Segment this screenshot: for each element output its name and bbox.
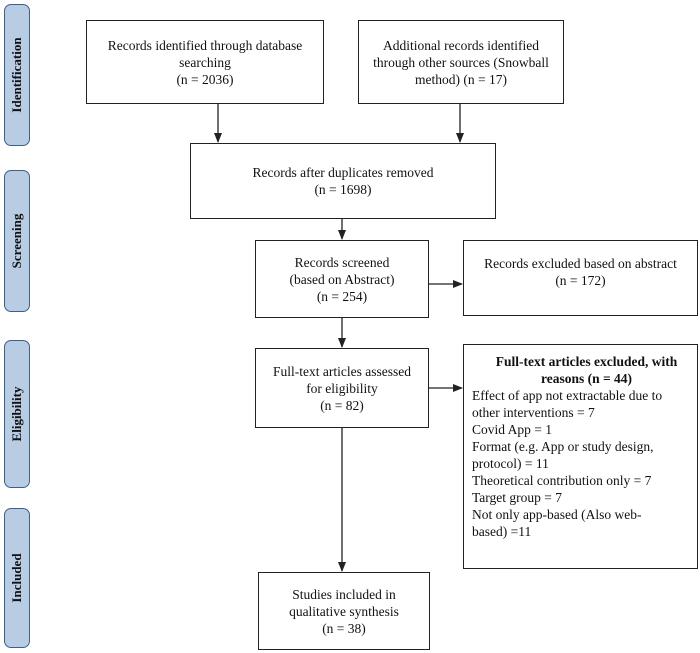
box-text-line: Additional records identified	[383, 37, 539, 53]
box-title-line: Full-text articles excluded, with	[495, 354, 678, 369]
box-text-line: through other sources (Snowball	[373, 54, 549, 70]
box-count: method) (n = 17)	[415, 71, 507, 87]
exclusion-reason: Target group = 7	[472, 490, 563, 505]
box-fulltext-excluded: Full-text articles excluded, with reason…	[463, 344, 698, 569]
exclusion-reason: protocol) = 11	[472, 456, 549, 471]
box-studies-included: Studies included in qualitative synthesi…	[258, 572, 430, 650]
box-text-line: Records after duplicates removed	[252, 165, 434, 180]
box-text-line: Full-text articles assessed	[273, 363, 411, 379]
phase-identification: Identification	[4, 4, 30, 146]
box-count: (n = 38)	[322, 620, 366, 636]
exclusion-reason: Theoretical contribution only = 7	[472, 473, 652, 488]
exclusion-reason: other interventions = 7	[472, 405, 595, 420]
box-fulltext-assessed: Full-text articles assessed for eligibil…	[255, 348, 429, 428]
box-count: (n = 172)	[555, 273, 606, 288]
box-records-screened: Records screened (based on Abstract) (n …	[255, 240, 429, 318]
box-database-records: Records identified through database sear…	[86, 20, 324, 104]
box-count: (n = 254)	[316, 288, 368, 304]
exclusion-reason: Not only app-based (Also web-	[472, 507, 642, 522]
box-text-line: searching	[179, 54, 231, 70]
box-count: (n = 82)	[320, 397, 364, 413]
exclusion-reason: Covid App = 1	[472, 422, 552, 437]
phase-eligibility: Eligibility	[4, 340, 30, 488]
box-count: (n = 1698)	[314, 182, 372, 197]
phase-included: Included	[4, 508, 30, 648]
box-text-line: Records identified through database	[107, 37, 303, 53]
box-text-line: for eligibility	[306, 380, 378, 396]
exclusion-reason: Effect of app not extractable due to	[472, 388, 663, 403]
box-text-line: Records excluded based on abstract	[484, 256, 677, 271]
box-count: (n = 2036)	[176, 71, 234, 87]
box-excluded-abstract: Records excluded based on abstract (n = …	[463, 240, 698, 316]
box-text-line: Records screened	[294, 254, 390, 270]
box-text-line: qualitative synthesis	[289, 603, 399, 619]
box-duplicates-removed: Records after duplicates removed (n = 16…	[190, 143, 496, 219]
box-additional-records: Additional records identified through ot…	[358, 20, 564, 104]
box-title-line: reasons (n = 44)	[540, 371, 633, 386]
exclusion-reason: Format (e.g. App or study design,	[472, 439, 654, 454]
phase-screening: Screening	[4, 170, 30, 312]
box-text-line: Studies included in	[292, 586, 396, 602]
exclusion-reason: based) =11	[472, 524, 532, 539]
box-text-line: (based on Abstract)	[289, 271, 395, 287]
